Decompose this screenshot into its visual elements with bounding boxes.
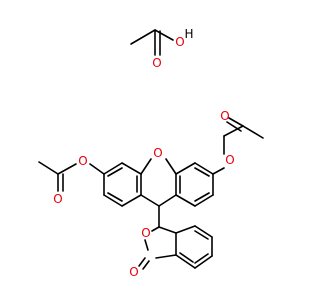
- bond: [194, 194, 214, 207]
- bond: [242, 125, 264, 139]
- bond: [107, 167, 123, 177]
- bond: [194, 230, 209, 240]
- bond: [194, 192, 210, 202]
- bond: [175, 162, 196, 175]
- bond: [138, 257, 146, 267]
- bond: [130, 29, 156, 45]
- bond: [226, 121, 242, 132]
- bond: [140, 158, 152, 175]
- bond: [179, 252, 194, 263]
- hydrogen-atom-label: H: [184, 27, 193, 41]
- bond: [155, 254, 177, 259]
- bond: [175, 254, 196, 269]
- bond: [194, 255, 213, 269]
- bond: [165, 158, 177, 175]
- bond: [228, 117, 244, 127]
- bond: [140, 194, 160, 207]
- bonds: [38, 29, 264, 270]
- bond: [103, 194, 123, 207]
- bond: [175, 225, 196, 234]
- bond: [194, 225, 213, 238]
- bond: [212, 167, 225, 175]
- atom-labels: O H O O O O O O O O: [53, 27, 234, 279]
- bond: [158, 194, 177, 207]
- oxygen-atom-label: O: [175, 35, 184, 49]
- oxygen-atom-label: O: [53, 192, 62, 206]
- bond: [103, 162, 123, 175]
- oxygen-atom-label: O: [220, 109, 229, 123]
- bond: [144, 239, 149, 251]
- bond: [142, 260, 150, 270]
- oxygen-atom-label: O: [152, 56, 161, 70]
- structure-diagram: O H O O O O O O O O: [38, 27, 264, 279]
- bond: [175, 194, 196, 207]
- bond: [121, 162, 142, 175]
- bond: [89, 163, 105, 175]
- bond: [121, 194, 142, 207]
- bond: [194, 253, 209, 264]
- oxygen-atom-label: O: [78, 154, 87, 168]
- bond: [158, 226, 177, 234]
- bond: [194, 167, 210, 177]
- bond: [38, 161, 59, 175]
- bond: [194, 162, 214, 175]
- oxygen-atom-label: O: [141, 226, 150, 240]
- bond: [151, 226, 160, 232]
- bond: [57, 163, 77, 175]
- oxygen-atom-label: O: [225, 153, 234, 167]
- bond: [223, 125, 244, 137]
- bond: [154, 29, 174, 41]
- oxygen-atom-label: O: [153, 146, 162, 160]
- oxygen-atom-label: O: [129, 265, 138, 279]
- bond: [107, 192, 123, 202]
